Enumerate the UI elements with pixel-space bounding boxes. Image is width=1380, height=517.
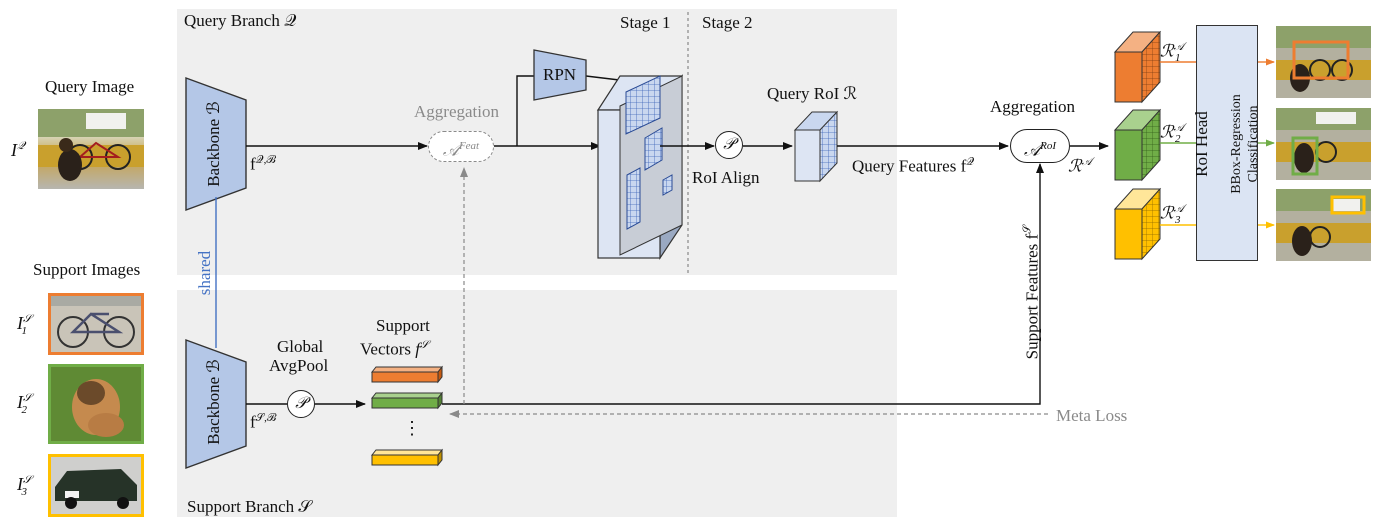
query-branch-label: Query Branch 𝒬 bbox=[184, 11, 297, 30]
query-feature-label: f𝒬,ℬ bbox=[250, 154, 276, 174]
query-features-label: Query Features f𝒬 bbox=[852, 156, 975, 176]
support-vectors-line2: Vectors f𝒮 bbox=[360, 339, 429, 359]
query-backbone-label: Backbone ℬ bbox=[204, 101, 223, 187]
feature-map bbox=[596, 73, 684, 260]
roi-agg-2-label: ℛ𝒜2 bbox=[1160, 122, 1184, 146]
roi-head-line3: Classification bbox=[1246, 105, 1261, 183]
support-vectors-line1: Support bbox=[376, 316, 430, 335]
support-image-3 bbox=[48, 454, 144, 517]
stage1-label: Stage 1 bbox=[620, 13, 671, 32]
query-roi-cube bbox=[793, 110, 839, 183]
roi-agg-3-label: ℛ𝒜3 bbox=[1160, 203, 1184, 227]
support-vector-yellow bbox=[370, 448, 444, 467]
support-feature-label: f𝒮,ℬ bbox=[250, 412, 277, 432]
rpn-label: RPN bbox=[543, 65, 577, 84]
roi-align-label: RoI Align bbox=[692, 168, 760, 187]
output-image-2 bbox=[1276, 108, 1371, 180]
support-vectors-ellipsis: ⋮ bbox=[403, 418, 421, 438]
support-vector-green bbox=[370, 391, 444, 410]
query-roi-label: Query RoI ℛ bbox=[767, 84, 858, 103]
support-image-2-symbol: I𝒮2 bbox=[17, 392, 32, 416]
support-image-3-symbol: I𝒮3 bbox=[17, 474, 32, 498]
support-backbone bbox=[185, 338, 247, 470]
support-image-1 bbox=[48, 293, 144, 355]
aggregation-roi-title: Aggregation bbox=[990, 97, 1075, 116]
roi-head-title: RoI Head bbox=[1192, 111, 1211, 177]
global-label: Global bbox=[277, 337, 324, 356]
output-image-1 bbox=[1276, 26, 1371, 98]
roi-cube-green bbox=[1113, 108, 1162, 182]
query-image-photo bbox=[38, 109, 144, 189]
support-branch-label: Support Branch 𝒮 bbox=[187, 497, 312, 516]
support-backbone-label: Backbone ℬ bbox=[204, 359, 223, 445]
meta-loss-label: Meta Loss bbox=[1056, 406, 1128, 425]
roi-agg-1-label: ℛ𝒜1 bbox=[1160, 41, 1184, 65]
query-image-symbol: I𝒬 bbox=[11, 140, 25, 160]
support-image-1-symbol: I𝒮1 bbox=[17, 313, 32, 337]
support-features-label: Support Features f𝒮 bbox=[1021, 225, 1042, 360]
aggregation-feat-node: 𝒜Feat bbox=[428, 131, 494, 162]
query-image-title: Query Image bbox=[45, 77, 135, 96]
query-backbone bbox=[185, 76, 247, 212]
rpn-block bbox=[533, 49, 587, 101]
support-images-title: Support Images bbox=[33, 260, 141, 279]
shared-label: shared bbox=[195, 250, 214, 296]
roi-cube-orange bbox=[1113, 30, 1162, 104]
output-image-3 bbox=[1276, 189, 1371, 261]
aggregation-feat-title: Aggregation bbox=[414, 102, 499, 121]
stage2-label: Stage 2 bbox=[702, 13, 753, 32]
support-vector-orange bbox=[370, 365, 444, 384]
roi-cube-yellow bbox=[1113, 187, 1162, 261]
avgpool-node: 𝒫 bbox=[287, 390, 315, 418]
aggregation-roi-output: ℛ𝒜 bbox=[1068, 156, 1092, 176]
aggregation-roi-node: 𝒜RoI bbox=[1010, 129, 1070, 163]
roi-head-block bbox=[1196, 25, 1258, 261]
avgpool-label: AvgPool bbox=[269, 356, 329, 375]
roi-align-node: 𝒫 bbox=[715, 131, 743, 159]
support-image-2 bbox=[48, 364, 144, 444]
